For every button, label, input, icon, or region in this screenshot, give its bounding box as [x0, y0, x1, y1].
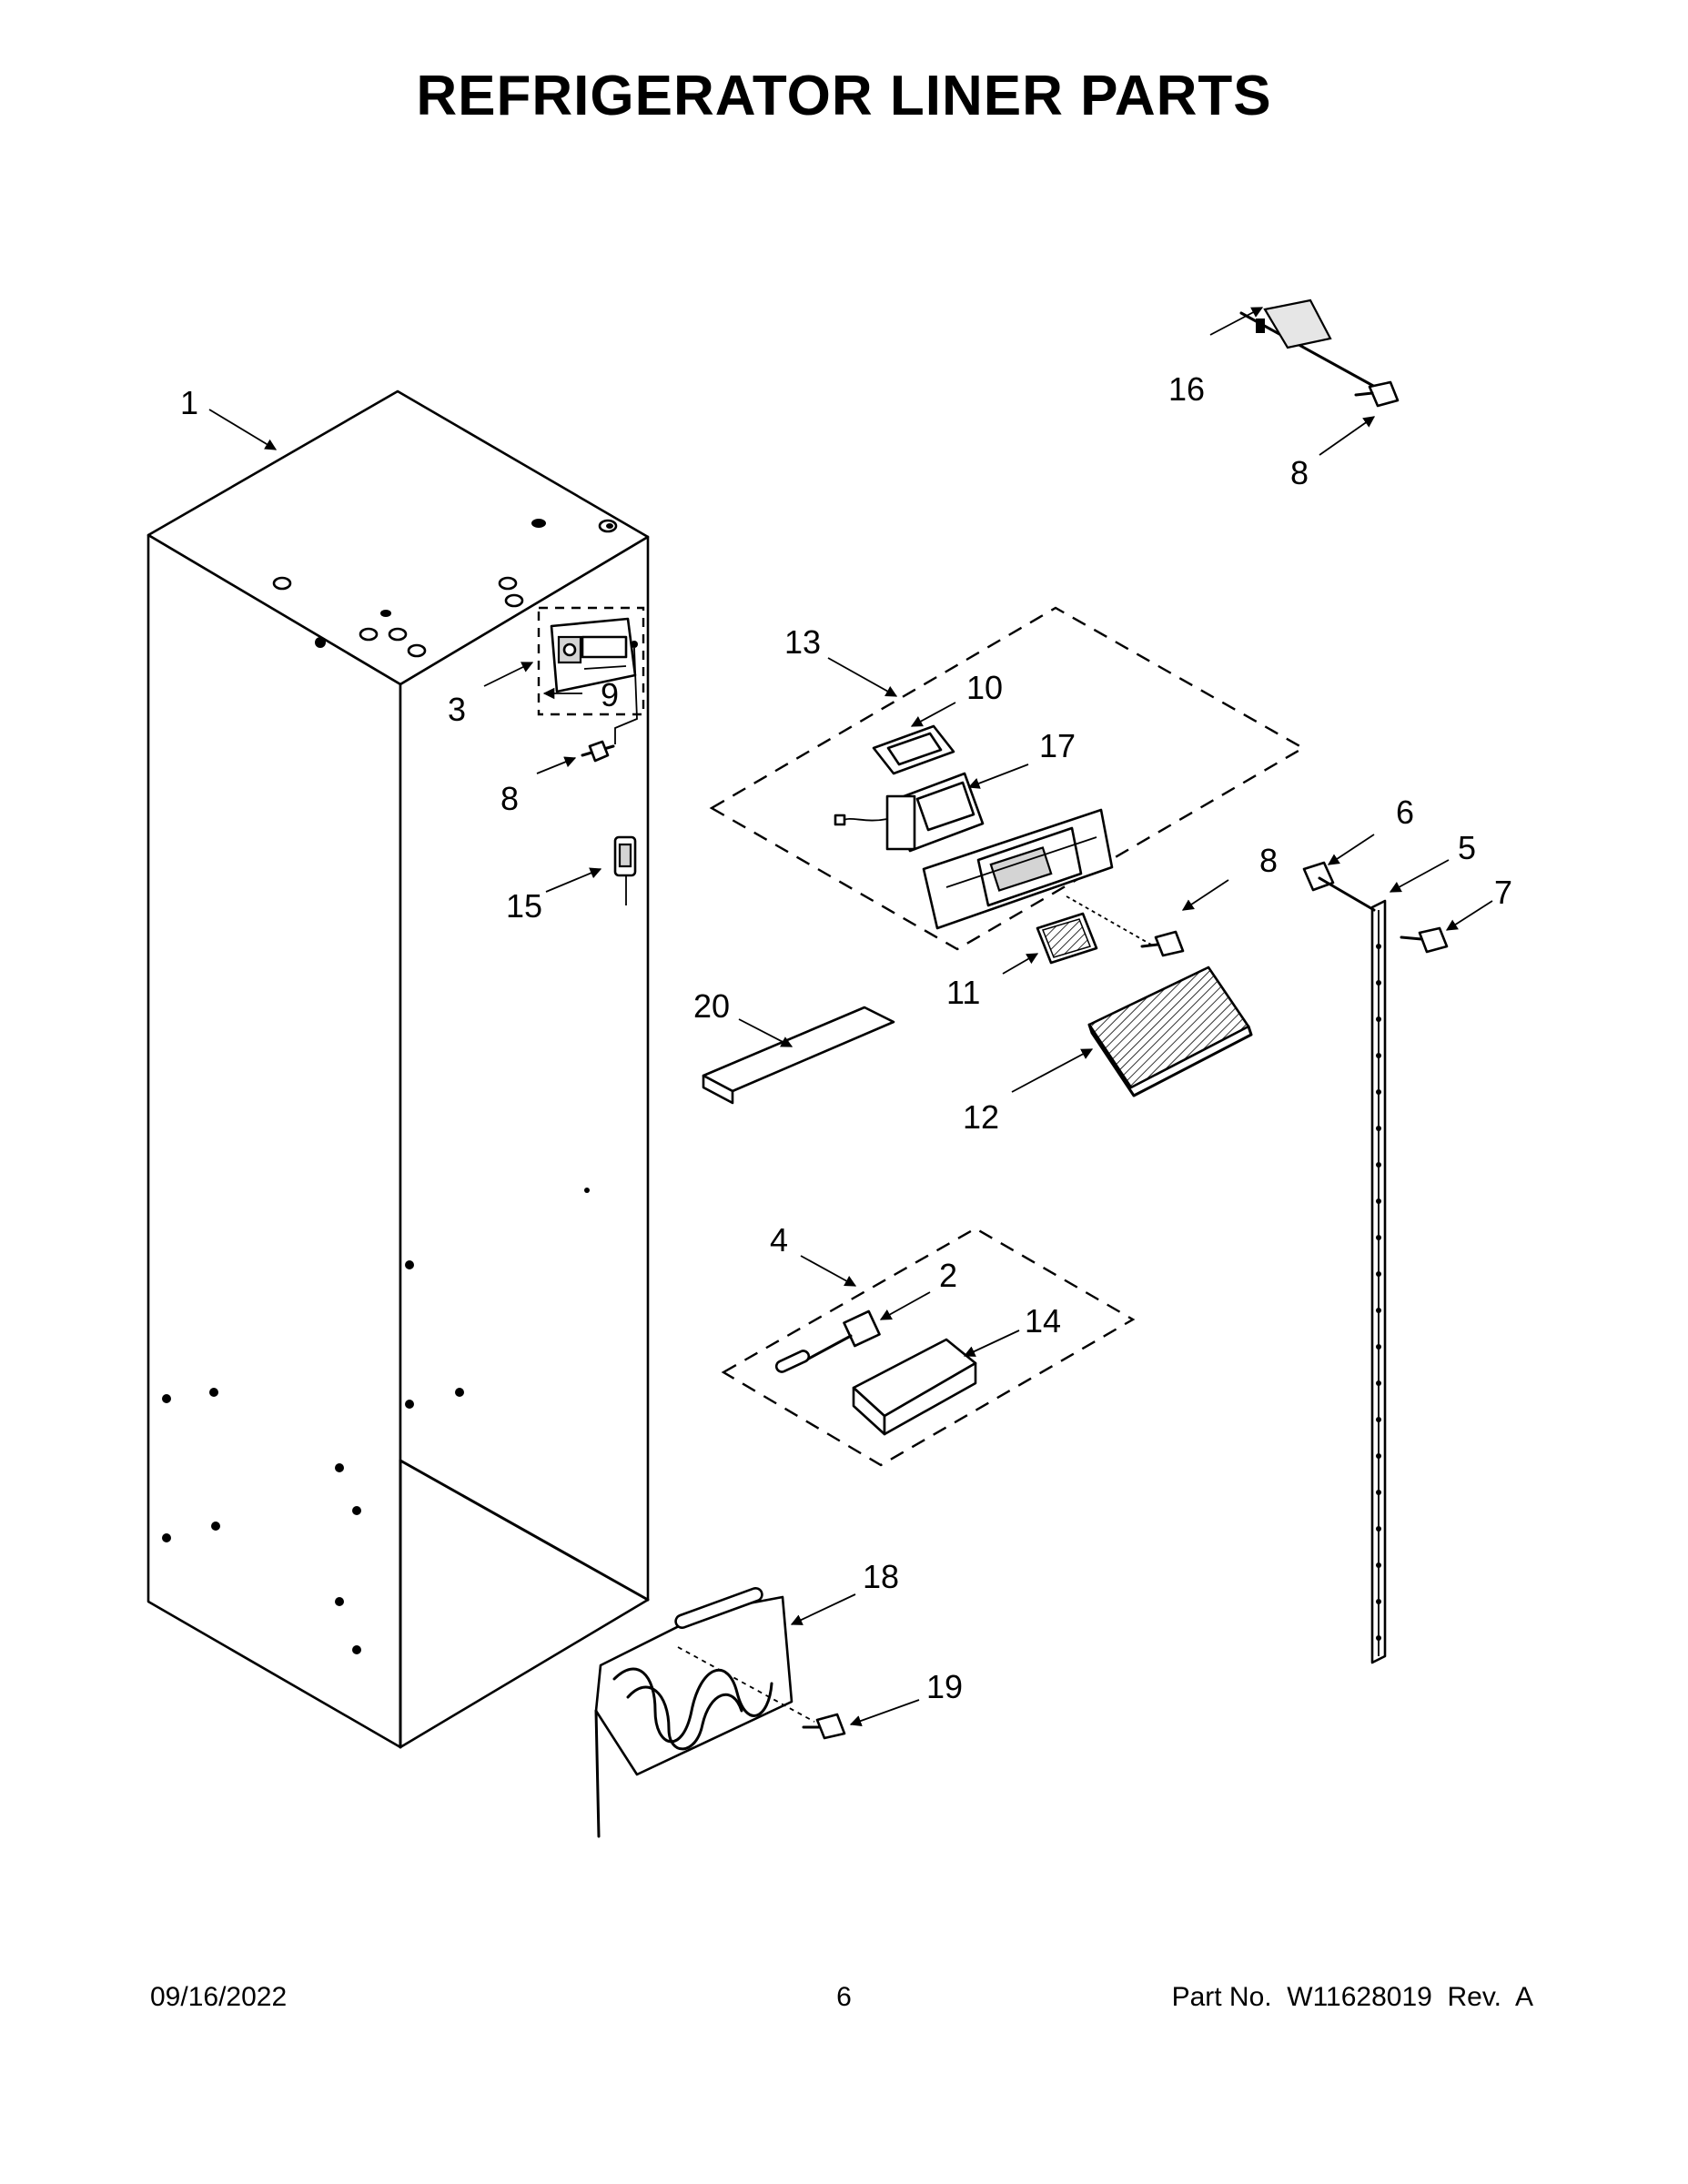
- callout-3: 3: [448, 691, 466, 728]
- coil-part-18: [594, 1586, 815, 1838]
- control-module-assembly: [537, 606, 645, 744]
- callout-13: 13: [784, 623, 821, 661]
- page-title: REFRIGERATOR LINER PARTS: [416, 65, 1272, 127]
- strip-part-20: [702, 1006, 895, 1105]
- callout-15: 15: [506, 887, 542, 925]
- leader-arrows: [208, 307, 1493, 1727]
- sensor-part-15: [613, 835, 637, 905]
- callout-8-top: 8: [1290, 454, 1309, 491]
- footer-page-number: 6: [836, 1982, 852, 2012]
- clip-part-6: [1302, 861, 1376, 912]
- gasket-part-10: [872, 724, 955, 775]
- screw-middle: [1140, 930, 1185, 957]
- callout-8-middle: 8: [1259, 842, 1278, 879]
- callout-14: 14: [1025, 1302, 1061, 1340]
- rail-part-5: [1370, 899, 1387, 1664]
- footer-part-number: Part No. W11628019 Rev. A: [1171, 1982, 1533, 2012]
- callout-9: 9: [601, 676, 619, 713]
- rail-holes: [1376, 944, 1381, 1641]
- screw-cabinet: [581, 740, 615, 763]
- callout-2: 2: [939, 1257, 957, 1294]
- callout-16: 16: [1168, 370, 1205, 408]
- callout-10: 10: [966, 669, 1003, 706]
- liner-cabinet: [147, 389, 650, 1749]
- screw-part-19: [802, 1713, 846, 1740]
- cover-part-12: [1087, 966, 1253, 1097]
- module-part-14: [852, 1338, 977, 1436]
- dispenser-cover: [922, 808, 1114, 930]
- callout-20: 20: [693, 987, 730, 1025]
- filter-part-11: [1036, 912, 1098, 965]
- callout-18: 18: [863, 1558, 899, 1595]
- callout-12: 12: [963, 1098, 999, 1136]
- callout-6: 6: [1396, 794, 1414, 831]
- callout-7: 7: [1494, 874, 1512, 911]
- callout-4: 4: [770, 1221, 788, 1259]
- dispenser-assembly-group: [709, 606, 1306, 965]
- footer-date: 09/16/2022: [150, 1982, 288, 2012]
- callout-17: 17: [1039, 727, 1076, 764]
- callout-19: 19: [926, 1668, 963, 1705]
- thermistor-part-2: [774, 1309, 881, 1373]
- screw-top-right: [1354, 380, 1400, 408]
- top-bracket-part-16: [1239, 298, 1385, 393]
- cabinet-top-holes: [272, 519, 618, 658]
- screw-part-7: [1400, 926, 1449, 954]
- module-part-17: [834, 772, 985, 853]
- callout-11: 11: [946, 974, 980, 1011]
- callout-1: 1: [180, 384, 198, 421]
- cabinet-side-holes: [162, 1188, 590, 1654]
- sensor-assembly-group: [721, 1227, 1136, 1467]
- callout-8-cabinet: 8: [500, 780, 519, 817]
- callout-labels: 1 3 9 8 15 16 8 13 10 17 8 11 12 20 6 5 …: [180, 370, 1512, 1705]
- callout-5: 5: [1458, 829, 1476, 866]
